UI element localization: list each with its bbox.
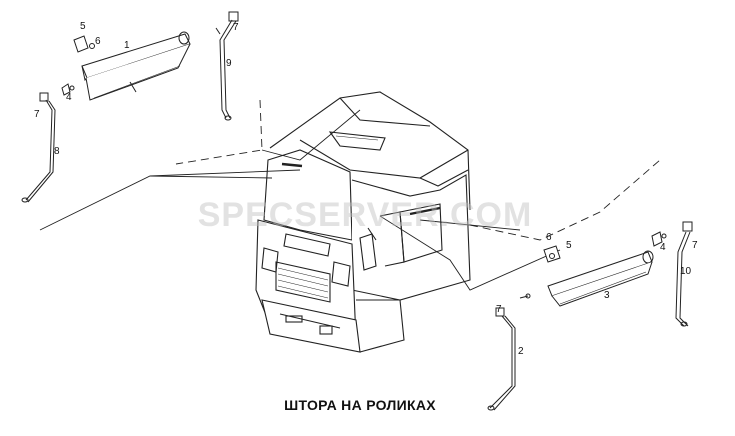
leader-lines <box>39 99 661 291</box>
bracket-right-5-6 <box>543 245 561 263</box>
roller-blind-right <box>547 250 654 307</box>
callout-7-top: 7 <box>233 22 239 33</box>
callout-8: 8 <box>54 146 60 157</box>
clip-left-4 <box>61 83 75 96</box>
callout-2: 2 <box>518 346 524 357</box>
callout-labels: 1 2 3 4 4 5 5 6 6 7 7 7 7 8 9 10 <box>34 21 698 357</box>
callout-6-right: 6 <box>546 232 552 243</box>
callout-1: 1 <box>124 40 130 51</box>
bracket-left-5-6 <box>73 35 95 53</box>
callout-10: 10 <box>680 266 692 277</box>
callout-9: 9 <box>226 58 232 69</box>
callout-4-left: 4 <box>66 92 72 103</box>
clip-right-4 <box>651 231 667 247</box>
callout-6-left: 6 <box>95 36 101 47</box>
callout-4-right: 4 <box>660 242 666 253</box>
callout-7-right: 7 <box>692 240 698 251</box>
callout-7-bottom: 7 <box>496 304 502 315</box>
rod-2 <box>487 293 531 411</box>
callout-3: 3 <box>604 290 610 301</box>
rod-9 <box>215 11 239 121</box>
rod-10 <box>675 221 693 327</box>
truck-cab <box>255 91 471 353</box>
callout-5-left: 5 <box>80 21 86 32</box>
callout-7-left: 7 <box>34 109 40 120</box>
callout-5-right: 5 <box>566 240 572 251</box>
diagram-caption: ШТОРА НА РОЛИКАХ <box>284 397 436 413</box>
roller-blind-left <box>81 31 191 101</box>
rod-8 <box>21 92 56 203</box>
